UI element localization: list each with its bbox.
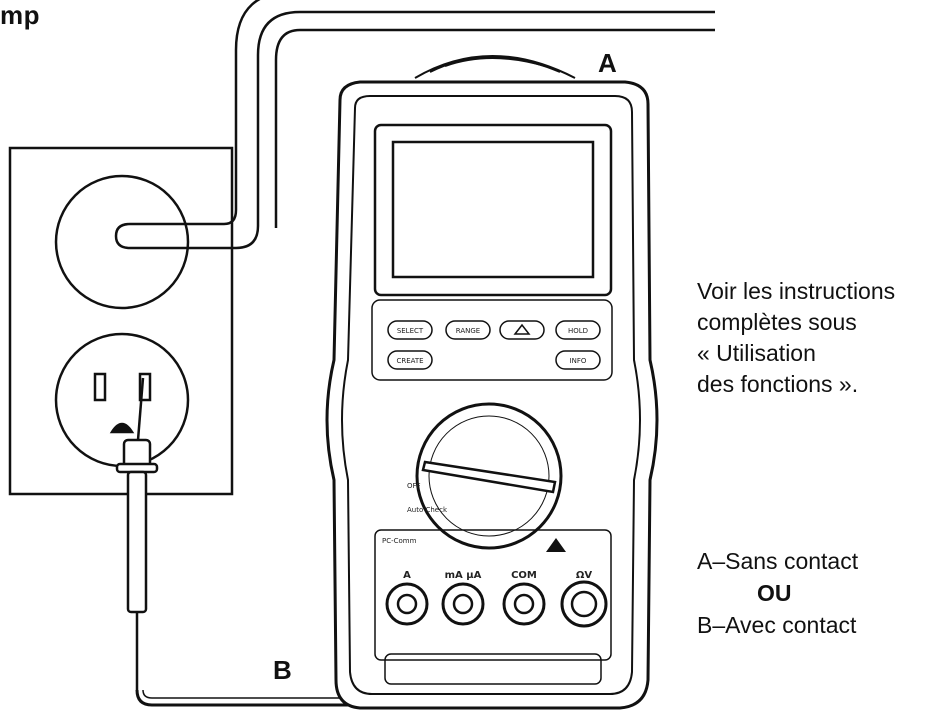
mode-or-text: OU: [757, 580, 792, 606]
label-b: B: [273, 655, 292, 685]
port-ma-label: mA µA: [445, 570, 482, 581]
port-ohm-label: ΩV: [576, 570, 593, 581]
port-a-label: A: [403, 570, 411, 581]
measurement-modes: A–Sans contact OU B–Avec contact: [697, 545, 858, 641]
wall-outlet: [8, 146, 234, 496]
instructions-note: Voir les instructions complètes sous « U…: [697, 276, 895, 400]
power-cord: [114, 0, 715, 250]
create-button-label: CREATE: [396, 357, 423, 365]
page-heading-fragment: mp: [0, 0, 40, 30]
lcd-screen: [391, 140, 595, 279]
multimeter: [325, 80, 659, 710]
meter-buttons: [387, 320, 601, 370]
pc-comm-label: PC-Comm: [382, 537, 417, 545]
mode-b-text: B–Avec contact: [697, 612, 857, 638]
mode-a-text: A–Sans contact: [697, 548, 859, 574]
note-line: des fonctions ».: [697, 371, 859, 397]
select-button-label: SELECT: [397, 327, 424, 335]
note-line: complètes sous: [697, 309, 857, 335]
label-a: A: [598, 48, 617, 78]
dial-autocheck-label: Auto Check: [407, 506, 448, 514]
note-line: « Utilisation: [697, 340, 816, 366]
range-button-label: RANGE: [456, 327, 480, 335]
rotary-dial: [415, 402, 563, 550]
port-com-label: COM: [511, 570, 537, 581]
dial-off-label: OFF: [407, 482, 421, 490]
info-button-label: INFO: [570, 357, 587, 365]
signal-waves: [414, 55, 576, 79]
note-line: Voir les instructions: [697, 278, 896, 304]
input-jacks: [385, 580, 608, 628]
warning-icon: [546, 538, 566, 552]
hold-button-label: HOLD: [568, 327, 588, 335]
